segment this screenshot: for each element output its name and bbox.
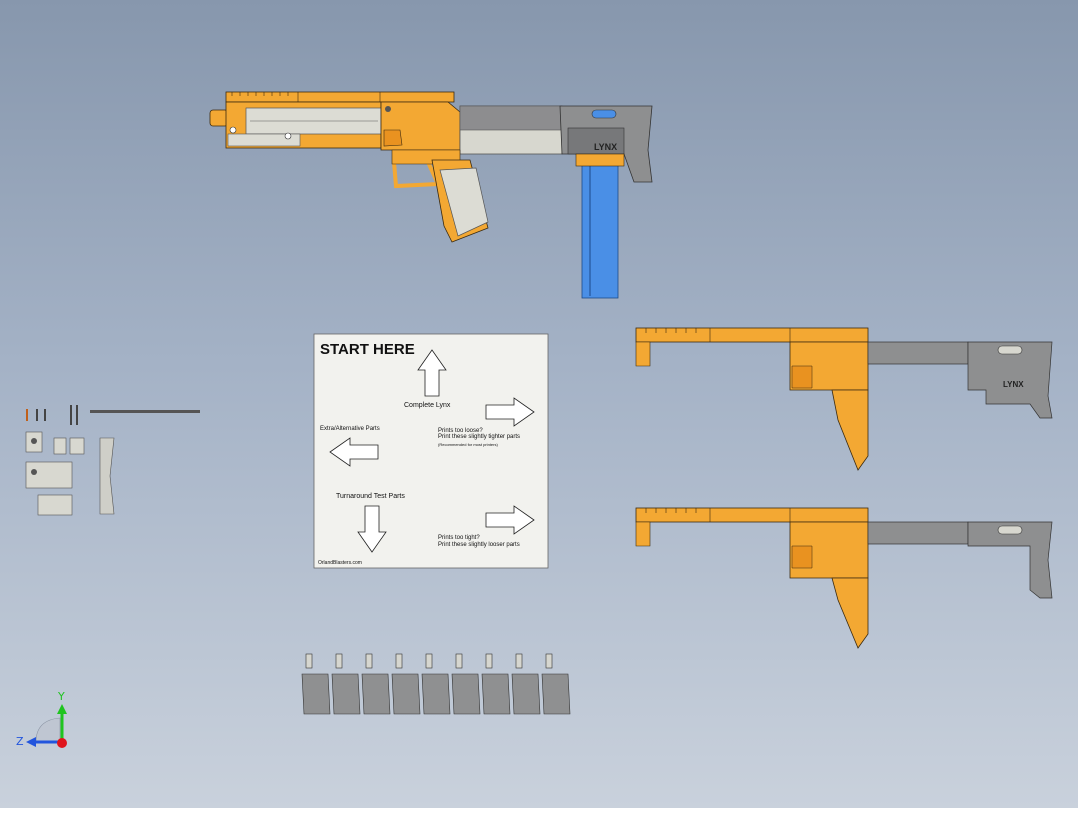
arrow-down-icon [357,505,387,553]
small-parts-group[interactable] [25,405,200,516]
turnaround-label: Turnaround Test Parts [336,493,405,500]
sheet-title: START HERE [320,341,415,358]
arrow-up-icon [417,349,447,397]
lower-rail [227,133,301,147]
z-axis-label: Z [16,735,24,748]
top-rail [225,91,455,103]
complete-blaster-assembly[interactable]: LYNX [209,91,653,299]
too-loose-note: (Recommended for most printers) [438,442,498,447]
magazine [581,163,619,299]
alt-assembly-tight[interactable] [635,507,1053,649]
extra-label: Extra/Alternative Parts [320,426,380,432]
website-label: OrlandBlasters.com [318,560,362,566]
curved-part [99,437,115,515]
too-loose-line2: Print these slightly tighter parts [438,434,520,440]
complete-label: Complete Lynx [404,402,451,409]
trigger-guard [391,160,442,189]
start-here-sheet[interactable]: START HERE Complete Lynx Extra/Alternati… [313,333,549,569]
brand-marking-small: LYNX [1003,380,1024,389]
magwell [575,153,625,167]
arrow-left-icon [329,437,379,467]
turnaround-test-parts[interactable] [301,653,571,715]
stock-slot [591,109,617,119]
origin-dot [57,738,67,748]
arrow-right-icon [485,397,535,427]
alt-assembly-loose[interactable]: LYNX [635,327,1053,471]
too-loose-line1: Prints too loose? [438,428,483,434]
arrow-right-icon [485,505,535,535]
pin [385,106,391,112]
pushrod [90,410,200,413]
barrel-tip [209,109,229,127]
too-tight-line2: Print these slightly looser parts [438,542,520,548]
brand-marking: LYNX [594,142,617,152]
axis-triad: Y Z [16,690,67,748]
grip-panel [439,167,489,237]
too-tight-line1: Prints too tight? [438,535,480,541]
y-axis-label: Y [57,690,65,703]
